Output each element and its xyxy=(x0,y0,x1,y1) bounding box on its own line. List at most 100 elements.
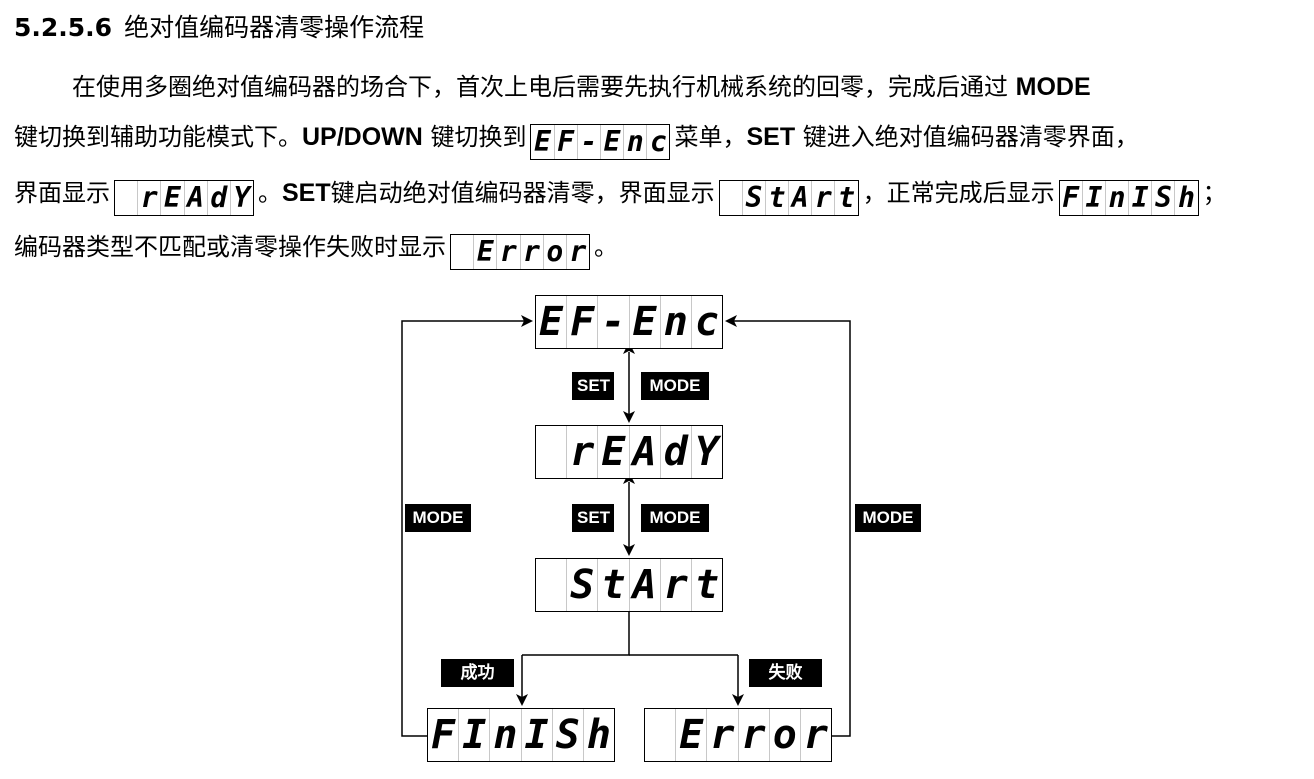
loop-left xyxy=(401,315,533,737)
mode-tag-left: MODE xyxy=(405,504,471,532)
lcd-digit xyxy=(115,181,139,215)
lcd-digit: r xyxy=(521,235,544,269)
lcd-digit: r xyxy=(803,712,828,758)
lcd-digit: E xyxy=(474,235,498,269)
text-run: 编码器类型不匹配或清零操作失败时显示 xyxy=(14,233,446,261)
text-run: 菜单， xyxy=(674,123,747,151)
lcd-digit: F xyxy=(1060,181,1083,215)
text-run: ，正常完成后显示 xyxy=(862,179,1055,207)
lcd-digit: t xyxy=(838,181,855,214)
set-tag-1: SET xyxy=(572,372,614,400)
mode-tag-right: MODE xyxy=(855,504,921,532)
lcd-digit: E xyxy=(598,426,630,478)
lcd-digit: S xyxy=(567,559,599,611)
loop-right xyxy=(725,315,851,737)
section-title: 绝对值编码器清零操作流程 xyxy=(124,13,425,42)
lcd-digit: S xyxy=(1152,181,1176,215)
set-key-label: SET xyxy=(282,179,331,207)
lcd-digit: n xyxy=(624,125,648,159)
lcd-digit: I xyxy=(459,709,491,761)
lcd-digit: I xyxy=(1083,181,1106,215)
lcd-digit: F xyxy=(428,709,460,761)
paragraph-line-1: 在使用多圈绝对值编码器的场合下，首次上电后需要先执行机械系统的回零，完成后通过 … xyxy=(72,64,1091,110)
lcd-digit: o xyxy=(544,235,567,269)
lcd-digit: r xyxy=(497,235,521,269)
lcd-digit: A xyxy=(630,426,661,478)
up-down-key-label: UP/DOWN xyxy=(302,123,423,151)
lcd-digit: F xyxy=(567,296,599,348)
lcd-digit: r xyxy=(567,426,599,478)
success-tag: 成功 xyxy=(441,659,514,687)
lcd-digit: A xyxy=(789,181,813,215)
lcd-digit: t xyxy=(694,562,719,608)
lcd-digit: h xyxy=(1178,181,1195,214)
lcd-digit: h xyxy=(586,712,611,758)
mode-tag-1: MODE xyxy=(641,372,709,400)
lcd-digit: S xyxy=(553,709,584,761)
lcd-digit: I xyxy=(1129,181,1153,215)
lcd-digit: r xyxy=(739,709,770,761)
lcd-digit: E xyxy=(630,296,661,348)
fail-tag: 失败 xyxy=(749,659,822,687)
lcd-digit: Y xyxy=(694,429,719,475)
text-run: 键进入绝对值编码器清零界面， xyxy=(802,123,1139,151)
set-tag-2: SET xyxy=(572,504,614,532)
lcd-digit: - xyxy=(578,125,601,159)
lcd-digit xyxy=(451,235,475,269)
section-number: 5.2.5.6 xyxy=(14,13,113,42)
lcd-digit: t xyxy=(598,559,630,611)
lcd-digit: n xyxy=(490,709,522,761)
lcd-digit: c xyxy=(649,125,667,158)
lcd-digit: n xyxy=(661,296,692,348)
lcd-digit: A xyxy=(630,559,661,611)
lcd-digit: r xyxy=(661,559,692,611)
lcd-digit: r xyxy=(812,181,836,215)
lcd-digit: F xyxy=(555,125,578,159)
lcd-digit: S xyxy=(743,181,766,215)
text-run: 在使用多圈绝对值编码器的场合下，首次上电后需要先执行机械系统的回零，完成后通过 xyxy=(72,73,1008,101)
lcd-digit: r xyxy=(138,181,162,215)
text-run: 界面显示 xyxy=(14,179,110,207)
lcd-digit: E xyxy=(536,296,568,348)
lcd-digit xyxy=(645,709,677,761)
text-run: 键启动绝对值编码器清零，界面显示 xyxy=(330,179,715,207)
lcd-digit: t xyxy=(766,181,790,215)
text-run: ； xyxy=(1202,179,1227,207)
lcd-digit: o xyxy=(770,709,801,761)
branch-line xyxy=(522,612,630,656)
text-run: 键切换到辅助功能模式下。 xyxy=(14,123,302,151)
lcd-digit xyxy=(536,559,568,611)
lcd-digit: E xyxy=(161,181,185,215)
lcd-digit: Y xyxy=(233,181,251,214)
text-run: 键切换到 xyxy=(430,123,527,151)
lcd-digit: - xyxy=(598,296,630,348)
lcd-digit: E xyxy=(601,125,625,159)
mode-tag-2: MODE xyxy=(641,504,709,532)
lcd-digit: d xyxy=(208,181,231,215)
text-run: 。 xyxy=(594,233,618,261)
lcd-digit: E xyxy=(676,709,708,761)
mode-key-label: MODE xyxy=(1015,73,1091,101)
lcd-digit: E xyxy=(531,125,555,159)
lcd-digit: r xyxy=(707,709,739,761)
lcd-digit xyxy=(536,426,568,478)
set-key-label: SET xyxy=(746,123,796,151)
text-run: 。 xyxy=(258,179,282,207)
lcd-digit: A xyxy=(185,181,208,215)
lcd-digit xyxy=(720,181,743,215)
lcd-digit: I xyxy=(522,709,553,761)
